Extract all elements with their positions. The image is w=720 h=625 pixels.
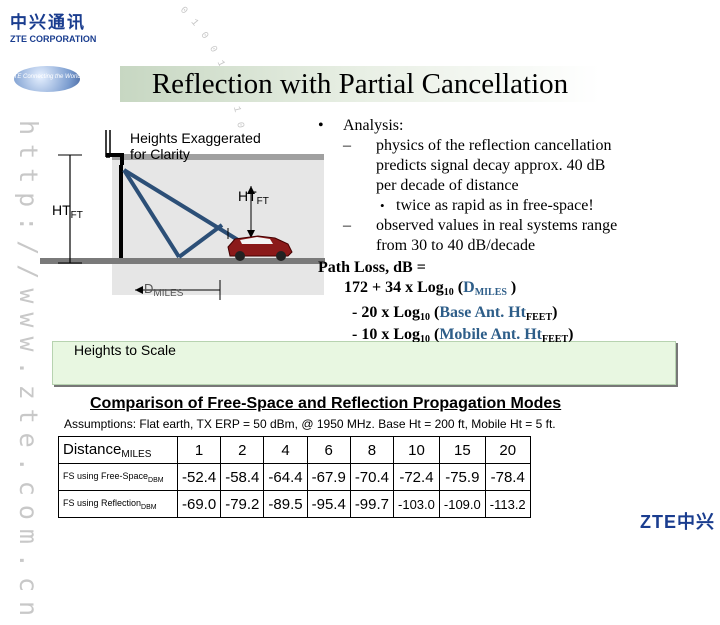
tower-height-label: HTFT [52, 202, 83, 221]
table-cell: -89.5 [263, 490, 308, 518]
slide-title: Reflection with Partial Cancellation [151, 68, 569, 100]
table-cell: -79.2 [220, 490, 265, 518]
dash1-line2: predicts signal decay approx. 40 dB [376, 157, 606, 174]
table-row: FS using Free-SpaceDBM -52.4 -58.4 -64.4… [58, 463, 531, 491]
table-cell: -67.9 [306, 463, 351, 491]
header-cell: 1 [176, 436, 222, 464]
url-text: http://www.zte.com.cn [14, 120, 43, 625]
header-cell: 6 [306, 436, 351, 464]
logo-english-text: ZTE CORPORATION [10, 34, 97, 44]
distance-text: D [144, 281, 154, 296]
footer-logo: ZTE中兴 [640, 512, 715, 532]
distance-sub: MILES [153, 288, 184, 299]
table-cell: -109.0 [438, 490, 486, 518]
distance-label: DMILES [144, 281, 183, 299]
dash2-line2: from 30 to 40 dB/decade [376, 237, 536, 254]
heights-to-scale-strip [52, 341, 676, 385]
path-loss-formula: Path Loss, dB = 172 + 34 x Log10 (DMILES… [318, 258, 557, 328]
formula-line-4: - 10 x Log10 (Mobile Ant. HtFEET) [352, 326, 574, 342]
dash2-line1: observed values in real systems range [376, 217, 618, 234]
reflected-ray [177, 223, 224, 259]
analysis-sub-bullet: twice as rapid as in free-space! [318, 196, 718, 216]
table-cell: -75.9 [438, 463, 486, 491]
header-label-cell: DistanceMILES [58, 436, 178, 464]
table-title: Comparison of Free-Space and Reflection … [90, 395, 562, 412]
table-cell: -95.4 [306, 490, 351, 518]
table-cell: -99.7 [349, 490, 395, 518]
analysis-section: Analysis: – physics of the reflection ca… [318, 116, 718, 256]
table-cell: -52.4 [176, 463, 222, 491]
table-cell: -64.4 [263, 463, 308, 491]
tagline: ZTE Connecting the World [10, 74, 81, 80]
header-cell: 2 [220, 436, 265, 464]
mobile-height-label: HTFT [238, 188, 269, 207]
table-assumptions: Assumptions: Flat earth, TX ERP = 50 dBm… [64, 417, 556, 431]
table-row: FS using ReflectionDBM -69.0 -79.2 -89.5… [58, 490, 531, 518]
header-cell: 4 [263, 436, 308, 464]
analysis-heading: Analysis: [318, 116, 718, 136]
logo-chinese-text: 中兴通讯 [10, 13, 86, 32]
heights-exaggerated-label: Heights Exaggerated for Clarity [130, 130, 261, 162]
globe-icon [14, 66, 80, 92]
table-cell: -113.2 [484, 490, 531, 518]
incident-ray [122, 168, 181, 259]
ground-line [40, 258, 325, 264]
car-icon [227, 228, 293, 261]
formula-line-3: - 20 x Log10 (Base Ant. HtFEET) [352, 304, 558, 323]
ht-left-text: HT [52, 202, 71, 218]
reflection-diagram [40, 130, 325, 300]
header-cell: 20 [484, 436, 531, 464]
analysis-dash-2: – observed values in real systems range … [318, 216, 718, 256]
heights-to-scale-label: Heights to Scale [74, 342, 176, 358]
table-cell: -58.4 [220, 463, 265, 491]
ht-right-sub: FT [256, 196, 269, 207]
ht-right-text: HT [238, 188, 257, 204]
label-line-2: for Clarity [130, 146, 190, 162]
company-logo: 中兴通讯 ZTE CORPORATION [10, 8, 100, 44]
row-label-cell: FS using Free-SpaceDBM [58, 463, 178, 491]
header-cell: 15 [438, 436, 486, 464]
table-cell: -78.4 [484, 463, 531, 491]
analysis-dash-1: – physics of the reflection cancellation… [318, 136, 718, 196]
title-band [120, 66, 720, 102]
label-line-1: Heights Exaggerated [130, 130, 261, 146]
dash1-line1: physics of the reflection cancellation [376, 137, 612, 154]
dash1-line3: per decade of distance [376, 177, 519, 194]
formula-line-2: 172 + 34 x Log10 (DMILES ) [344, 279, 517, 298]
header-cell: 10 [393, 436, 440, 464]
comparison-table: DistanceMILES 1 2 4 6 8 10 15 20 FS usin… [58, 436, 531, 518]
formula-line-1: Path Loss, dB = [318, 259, 426, 276]
table-cell: -103.0 [393, 490, 440, 518]
tower-icon [105, 130, 111, 158]
row-label-cell: FS using ReflectionDBM [58, 490, 178, 518]
table-header-row: DistanceMILES 1 2 4 6 8 10 15 20 [58, 436, 531, 464]
table-cell: -72.4 [393, 463, 440, 491]
header-cell: 8 [349, 436, 395, 464]
panel-top-shadow [112, 154, 324, 160]
table-cell: -69.0 [176, 490, 222, 518]
tower-arm [106, 153, 124, 165]
tower-mast [119, 165, 123, 258]
table-cell: -70.4 [349, 463, 395, 491]
ht-left-sub: FT [70, 210, 83, 221]
